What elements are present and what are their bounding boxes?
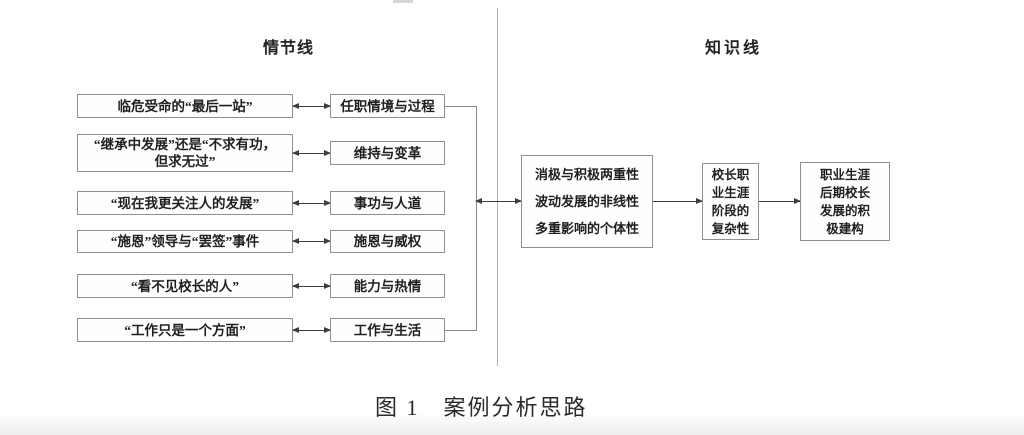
main-connector-arrow bbox=[475, 198, 522, 204]
double-arrow-row-1 bbox=[292, 103, 331, 109]
characteristics-box: 消极与积极两重性 波动发展的非线性 多重影响的个体性 bbox=[521, 155, 653, 248]
bus-stub-bottom bbox=[445, 330, 476, 331]
theme-box-1: 任职情境与过程 bbox=[330, 94, 445, 118]
double-arrow-row-6 bbox=[292, 327, 331, 333]
bus-stub-top bbox=[445, 106, 476, 107]
arrow-to-stage-box bbox=[653, 198, 703, 204]
double-arrow-row-4 bbox=[292, 238, 331, 244]
theme-box-2: 维持与变革 bbox=[330, 141, 445, 165]
event-box-4: “施恩”领导与“罢签”事件 bbox=[77, 230, 293, 253]
theme-box-4: 施恩与威权 bbox=[330, 230, 445, 253]
stage-complexity-box: 校长职 业生涯 阶段的 复杂性 bbox=[702, 163, 759, 240]
outcome-box: 职业生涯 后期校长 发展的积 极建构 bbox=[800, 162, 890, 241]
characteristic-individuality: 多重影响的个体性 bbox=[534, 221, 639, 236]
event-box-2: “继承中发展”还是“不求有功， 但求无过” bbox=[77, 134, 293, 172]
characteristic-nonlinearity: 波动发展的非线性 bbox=[534, 194, 639, 209]
characteristic-duality: 消极与积极两重性 bbox=[534, 167, 639, 182]
top-edge-artifact bbox=[393, 0, 413, 3]
event-box-3: “现在我更关注人的发展” bbox=[77, 191, 293, 215]
event-box-1: 临危受命的“最后一站” bbox=[77, 94, 293, 118]
double-arrow-row-3 bbox=[292, 200, 331, 206]
theme-box-6: 工作与生活 bbox=[330, 318, 445, 342]
plot-line-header: 情节线 bbox=[263, 40, 315, 57]
arrow-to-outcome-box bbox=[759, 198, 801, 204]
event-box-6: “工作只是一个方面” bbox=[77, 318, 293, 342]
event-box-5: “看不见校长的人” bbox=[77, 274, 293, 298]
double-arrow-row-2 bbox=[292, 150, 331, 156]
theme-box-5: 能力与热情 bbox=[330, 274, 445, 298]
bus-vertical-line bbox=[476, 106, 477, 331]
knowledge-line-header: 知识线 bbox=[705, 40, 763, 57]
double-arrow-row-5 bbox=[292, 283, 331, 289]
bottom-edge-fade bbox=[0, 413, 1024, 435]
theme-box-3: 事功与人道 bbox=[330, 191, 445, 215]
section-divider-line bbox=[497, 8, 498, 366]
figure-caption: 图 1 案例分析思路 bbox=[375, 395, 588, 420]
